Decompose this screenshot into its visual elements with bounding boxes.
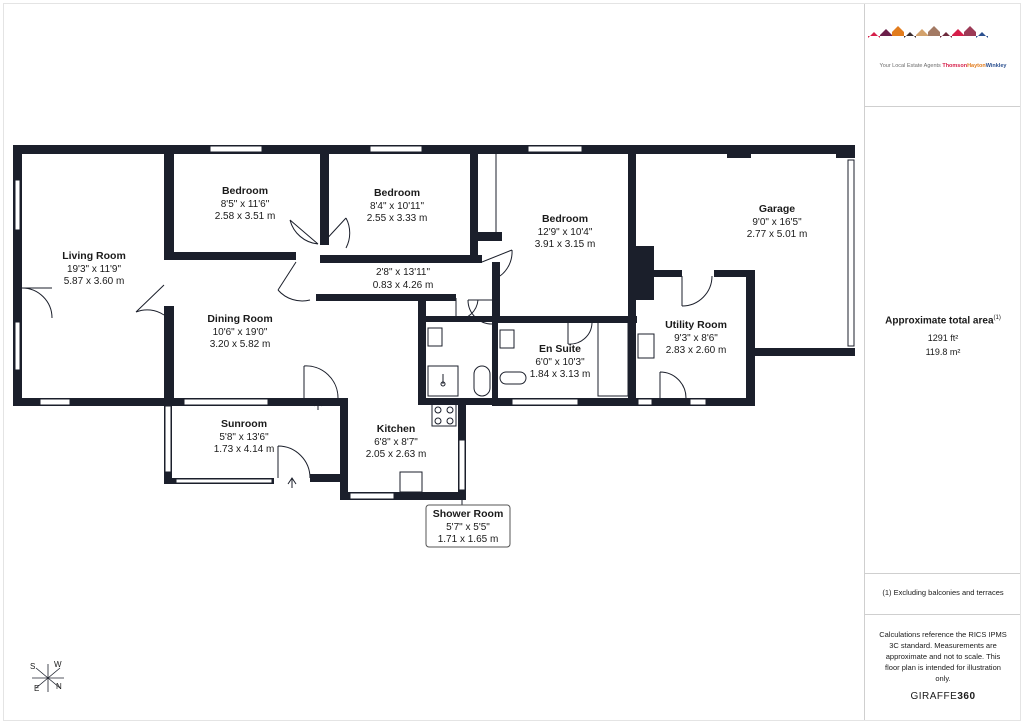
room-shower-callout: Shower Room 5'7" x 5'5" 1.71 x 1.65 m [425,500,511,548]
room-sunroom: Sunroom 5'8" x 13'6" 1.73 x 4.14 m [214,418,275,455]
room-name: Living Room [62,250,126,262]
room-dims-metric: 0.83 x 4.26 m [373,280,434,291]
compass-n: N [56,682,62,691]
room-dims-metric: 1.73 x 4.14 m [214,444,275,455]
room-dims-imperial: 6'0" x 10'3" [535,357,585,368]
room-dims-imperial: 5'7" x 5'5" [446,522,490,533]
area-panel: Approximate total area(1) 1291 ft² 119.8… [865,107,1021,574]
room-dining: Dining Room 10'6" x 19'0" 3.20 x 5.82 m [207,313,272,350]
giraffe360-brand: GIRAFFE360 [910,691,976,702]
room-bedroom-2: Bedroom 8'4" x 10'11" 2.55 x 3.33 m [367,187,428,224]
room-name: Dining Room [207,313,272,325]
logo-house-shape [964,26,976,36]
room-utility: Utility Room 9'3" x 8'6" 2.83 x 2.60 m [665,319,727,356]
area-title: Approximate total area(1) [885,315,1001,327]
logo-house-window [980,42,984,46]
agency-logo: Your Local Estate Agents ThomsonHaytonWi… [865,4,1021,107]
room-name: Bedroom [222,185,268,197]
room-dims-imperial: 6'8" x 8'7" [374,437,418,448]
room-dims-imperial: 5'8" x 13'6" [219,432,269,443]
compass-w: W [54,660,62,669]
room-dims-imperial: 12'9" x 10'4" [538,227,593,238]
room-dims-metric: 1.84 x 3.13 m [530,369,591,380]
room-kitchen: Kitchen 6'8" x 8'7" 2.05 x 2.63 m [366,423,427,460]
logo-house-shape [880,29,892,36]
area-imperial: 1291 ft² [927,333,959,343]
room-dims-imperial: 9'3" x 8'6" [674,333,718,344]
exclusion-note: (1) Excluding balconies and terraces [882,588,1004,597]
room-name: Garage [759,203,795,215]
room-dims-imperial: 8'5" x 11'6" [221,199,270,210]
logo-house-window [872,42,876,46]
room-name: Utility Room [665,319,727,331]
room-living: Living Room 19'3" x 11'9" 5.87 x 3.60 m [62,250,126,287]
logo-house-shape [928,26,940,36]
room-dims-imperial: 9'0" x 16'5" [752,217,802,228]
calc-panel: Calculations reference the RICS IPMS 3C … [865,615,1021,720]
room-dims-metric: 2.05 x 2.63 m [366,449,427,460]
calc-note: Calculations reference the RICS IPMS 3C … [879,630,1007,683]
room-bedroom-3: Bedroom 12'9" x 10'4" 3.91 x 3.15 m [535,213,596,250]
compass-icon: S W E N [28,660,68,696]
windows [14,145,855,500]
logo-house-window [920,39,924,43]
room-en-suite: En Suite 6'0" x 10'3" 1.84 x 3.13 m [530,343,591,380]
room-garage: Garage 9'0" x 16'5" 2.77 x 5.01 m [747,203,808,240]
logo-house-shape [904,32,916,38]
walls [13,145,855,500]
logo-house-window [968,36,972,40]
logo-house-shape [952,29,964,36]
logo-house-shape [916,29,928,36]
logo-house-shape [940,32,952,38]
room-dims-metric: 1.71 x 1.65 m [438,534,499,545]
room-name: Shower Room [433,508,504,520]
room-bedroom-1: Bedroom 8'5" x 11'6" 2.58 x 3.51 m [215,185,276,222]
logo-house-window [932,36,936,40]
room-dims-imperial: 2'8" x 13'11" [376,267,431,278]
room-dims-imperial: 8'4" x 10'11" [370,201,425,212]
info-sidebar: Your Local Estate Agents ThomsonHaytonWi… [864,4,1021,720]
room-name: Kitchen [377,423,416,435]
fixtures [399,154,655,493]
logo-house-shape [976,32,988,38]
room-dims-metric: 2.77 x 5.01 m [747,229,808,240]
room-dims-metric: 2.83 x 2.60 m [666,345,727,356]
doors [21,217,713,488]
houses-logo-icon [868,26,988,46]
logo-house-window [896,36,900,40]
room-dims-metric: 2.58 x 3.51 m [215,211,276,222]
logo-house-window [944,42,948,46]
room-name: Bedroom [542,213,588,225]
room-name: Bedroom [374,187,420,199]
room-dims-metric: 3.91 x 3.15 m [535,239,596,250]
floor-plan: Living Room 19'3" x 11'9" 5.87 x 3.60 m … [13,145,855,548]
room-hallway: 2'8" x 13'11" 0.83 x 4.26 m [373,267,434,291]
logo-tagline: Your Local Estate Agents ThomsonHaytonWi… [879,63,1007,69]
logo-house-shape [892,26,904,36]
logo-house-window [908,42,912,46]
room-name: En Suite [539,343,581,355]
room-dims-imperial: 19'3" x 11'9" [67,264,122,275]
room-dims-metric: 5.87 x 3.60 m [64,276,125,287]
logo-house-shape [868,32,880,38]
logo-house-window [884,39,888,43]
compass-s: S [30,662,36,671]
logo-house-window [956,39,960,43]
room-dims-imperial: 10'6" x 19'0" [213,327,268,338]
area-metric: 119.8 m² [925,347,961,357]
room-name: Sunroom [221,418,267,430]
room-dims-metric: 2.55 x 3.33 m [367,213,428,224]
compass-e: E [34,684,40,693]
room-dims-metric: 3.20 x 5.82 m [210,339,271,350]
exclusion-panel: (1) Excluding balconies and terraces [865,574,1021,615]
